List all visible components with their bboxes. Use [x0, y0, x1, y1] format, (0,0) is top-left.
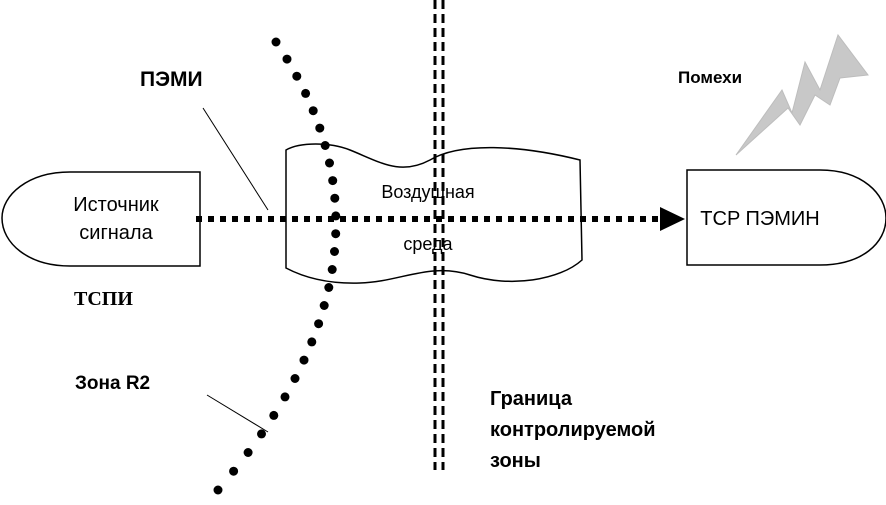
boundary-label-line2: контролируемой	[490, 419, 656, 441]
medium-label-line2: среда	[403, 234, 453, 254]
signal-arrowhead	[660, 207, 685, 231]
zone-r2-dot	[331, 229, 341, 239]
zone-r2-dot	[315, 123, 325, 133]
zone-r2-dot	[314, 319, 324, 329]
interference-label: Помехи	[678, 68, 742, 87]
receiver-label: TCP ПЭМИН	[700, 208, 819, 230]
zone-r2-dot	[328, 176, 338, 186]
zone-r2-dot	[325, 158, 334, 168]
lightning-icon	[735, 33, 869, 156]
zone-r2-dot	[229, 466, 239, 476]
zone-r2-dot	[290, 374, 300, 383]
zone-r2-dot	[299, 355, 309, 365]
zone-r2-dot	[269, 410, 279, 420]
signal-source-shape	[1, 171, 201, 267]
pemi-leader-line	[202, 107, 269, 211]
pemi-label: ПЭМИ	[140, 68, 203, 91]
boundary-label-line1: Граница	[490, 388, 573, 410]
zone-r2-dot	[243, 448, 253, 457]
zone-r2-dot	[213, 485, 223, 495]
zone-r2-dot	[280, 392, 290, 402]
zone-r2-dot	[331, 211, 341, 221]
tspi-label: ТСПИ	[74, 288, 133, 310]
zone-r2-dot	[319, 301, 329, 310]
zone-r2-dot	[292, 71, 302, 81]
zone-r2-dot	[271, 37, 281, 47]
zone-r2-dot	[301, 88, 311, 98]
source-label-line2: сигнала	[79, 222, 153, 244]
zone-r2-dotted-boundary	[213, 37, 341, 495]
zone-r2-dot	[327, 265, 337, 274]
zone-r2-dot	[307, 337, 317, 347]
zone-r2-dot	[257, 429, 266, 439]
zone-r2-dot	[324, 283, 334, 292]
zone-r2-dot	[282, 54, 292, 64]
zone-r2-dot	[330, 247, 339, 256]
zone-r2-label: Зона R2	[75, 373, 150, 394]
zone-r2-leader-line	[206, 394, 269, 433]
zone-r2-dot	[320, 141, 330, 150]
source-label-line1: Источник	[73, 194, 159, 216]
zone-r2-dot	[330, 193, 340, 203]
boundary-label-line3: зоны	[490, 450, 541, 472]
zone-r2-dot	[308, 106, 318, 116]
medium-label-line1: Воздушная	[381, 182, 474, 202]
